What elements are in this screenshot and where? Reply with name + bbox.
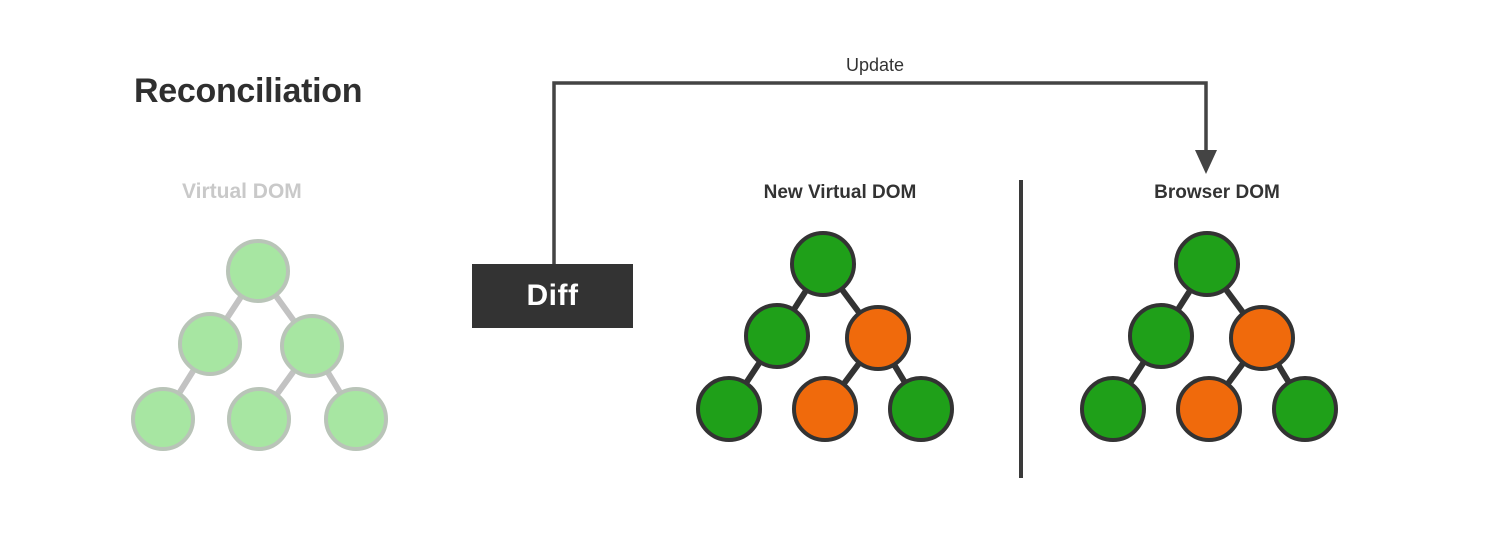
virtual-dom-label: Virtual DOM <box>182 180 302 203</box>
tree-node <box>845 305 911 371</box>
tree-node <box>178 312 242 376</box>
tree-node <box>131 387 195 451</box>
tree-node <box>1229 305 1295 371</box>
update-arrow-line <box>552 81 1208 264</box>
tree-node <box>790 231 856 297</box>
tree-node <box>1080 376 1146 442</box>
tree-node <box>226 239 290 303</box>
tree-node <box>1176 376 1242 442</box>
tree-node <box>1174 231 1240 297</box>
diff-box[interactable]: Diff <box>472 264 633 328</box>
tree-node <box>227 387 291 451</box>
tree-node <box>1272 376 1338 442</box>
virtual-dom-tree <box>131 239 388 451</box>
new-virtual-dom-tree <box>696 231 954 442</box>
tree-node <box>1128 303 1194 369</box>
tree-node <box>888 376 954 442</box>
tree-node <box>280 314 344 378</box>
new-virtual-dom-label: New Virtual DOM <box>763 182 917 203</box>
tree-node <box>324 387 388 451</box>
panel-divider <box>1019 180 1023 478</box>
update-label: Update <box>845 55 905 75</box>
update-arrow-head-icon <box>1195 150 1217 174</box>
tree-node <box>792 376 858 442</box>
tree-node <box>744 303 810 369</box>
page-title: Reconciliation <box>134 72 363 110</box>
tree-node <box>696 376 762 442</box>
browser-dom-label: Browser DOM <box>1154 182 1280 203</box>
